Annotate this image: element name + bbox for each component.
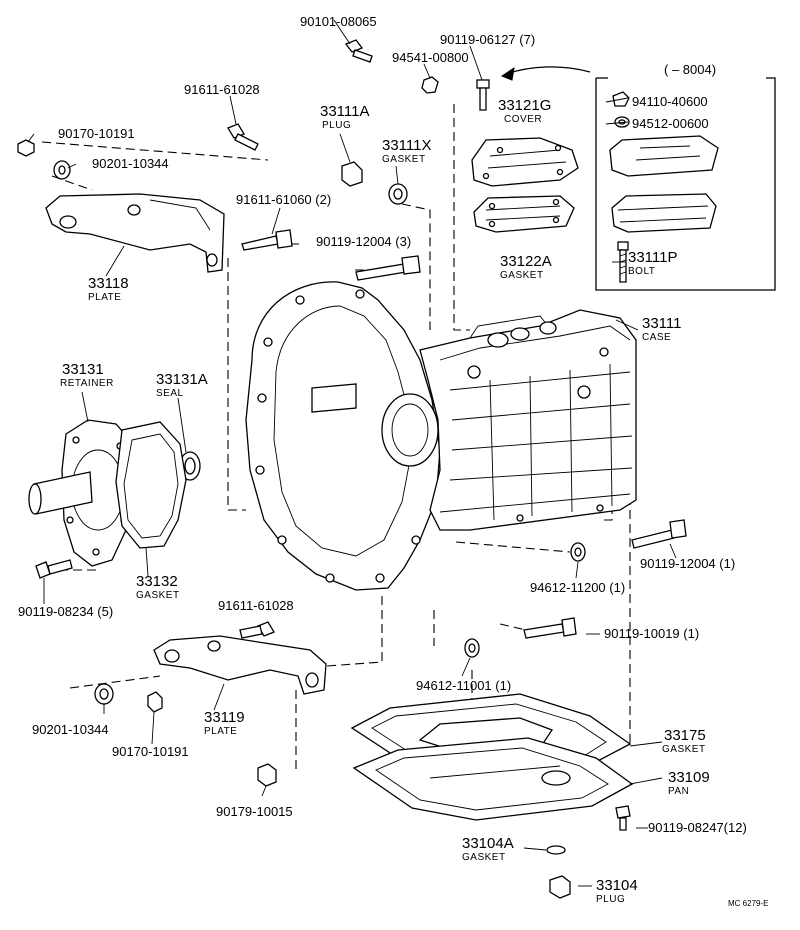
label-33132-sub: GASKET [136,590,180,601]
label-33121G-sub: COVER [504,114,542,125]
retainer-33131 [28,419,133,567]
label-33111P: 33111P [628,249,678,266]
curved-arrow [500,66,591,81]
top-fasteners [17,39,490,281]
label-33111A: 33111A [320,103,370,120]
label-33109-sub: PAN [668,786,689,797]
label-33121G: 33121G [498,97,551,114]
label-33175: 33175 [664,727,706,744]
label-33118: 33118 [88,275,129,292]
label-90119-12004-3: 90119-12004 (3) [316,234,411,249]
top-cover [471,137,579,187]
label-90201-10344-top: 90201-10344 [92,156,169,171]
label-90119-08247: 90119-08247(12) [648,820,747,835]
label-91611-61028-bot: 91611-61028 [218,598,294,613]
label-33104-sub: PLUG [596,894,625,905]
label-33131-sub: RETAINER [60,378,114,389]
label-90119-12004-1: 90119-12004 (1) [640,556,735,571]
detail-box [595,77,776,291]
label-33119-sub: PLATE [204,726,237,737]
label-33119: 33119 [204,709,245,726]
bottom-left-fasteners [35,559,277,787]
label-33131A: 33131A [156,371,208,388]
label-33111: 33111 [642,315,682,332]
transmission-case [245,281,637,591]
label-90170-10191-top: 90170-10191 [58,126,135,141]
drawing-code: MC 6279-E [728,899,768,908]
label-33131A-sub: SEAL [156,388,184,399]
date-range-label: ( – 8004) [664,62,716,77]
label-33122A-sub: GASKET [500,270,544,281]
label-33131: 33131 [62,361,104,378]
label-91611-61060: 91611-61060 (2) [236,192,331,207]
label-33109: 33109 [668,769,710,786]
label-90119-10019: 90119-10019 (1) [604,626,699,641]
label-33122A: 33122A [500,253,552,270]
label-94110-40600: 94110-40600 [632,94,708,109]
label-90179-10015: 90179-10015 [216,804,293,819]
label-33104A-sub: GASKET [462,852,506,863]
label-33132: 33132 [136,573,178,590]
label-33111X: 33111X [382,137,432,154]
plate-33119 [153,635,327,695]
top-gasket [473,195,575,233]
label-90170-10191-bot: 90170-10191 [112,744,189,759]
label-33104A: 33104A [462,835,514,852]
label-33111X-sub: GASKET [382,154,426,165]
label-33104: 33104 [596,877,638,894]
part-labels: ( – 8004) 90101-08065 90119-06127 (7) 94… [18,14,768,908]
label-90119-06127: 90119-06127 (7) [440,32,535,47]
label-33175-sub: GASKET [662,744,706,755]
label-90119-08234: 90119-08234 (5) [18,604,113,619]
label-90201-10344-bot: 90201-10344 [32,722,109,737]
label-94612-11001: 94612-11001 (1) [416,678,511,693]
plate-33118 [45,193,225,273]
gasket-33132 [115,421,187,549]
label-33111P-sub: BOLT [628,266,655,277]
label-94612-11200: 94612-11200 (1) [530,580,625,595]
label-94541-00800: 94541-00800 [392,50,469,65]
label-33111A-sub: PLUG [322,120,351,131]
label-33118-sub: PLATE [88,292,121,303]
label-33111-sub: CASE [642,332,671,343]
label-leaders [27,19,677,887]
label-90101-08065: 90101-08065 [300,14,377,29]
label-94512-00600: 94512-00600 [632,116,709,131]
label-91611-61028-top: 91611-61028 [184,82,260,97]
right-fasteners [464,519,687,899]
